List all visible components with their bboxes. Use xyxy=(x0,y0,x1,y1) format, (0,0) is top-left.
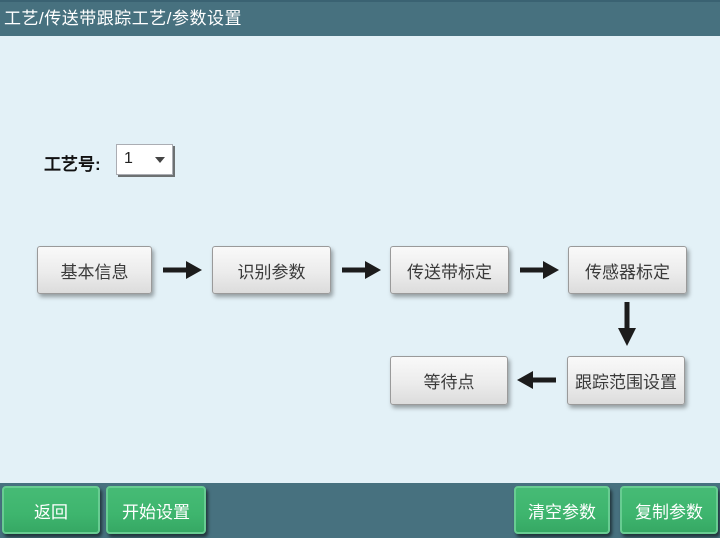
start-setup-button[interactable]: 开始设置 xyxy=(106,486,206,534)
flow-step-conveyor-calibration[interactable]: 传送带标定 xyxy=(390,246,509,294)
flow-step-recognition-params[interactable]: 识别参数 xyxy=(212,246,331,294)
flow-step-tracking-range[interactable]: 跟踪范围设置 xyxy=(567,356,685,405)
clear-params-button[interactable]: 清空参数 xyxy=(514,486,610,534)
flow-step-sensor-calibration[interactable]: 传感器标定 xyxy=(568,246,687,294)
flow-step-wait-point[interactable]: 等待点 xyxy=(390,356,508,405)
copy-params-button[interactable]: 复制参数 xyxy=(620,486,718,534)
arrow-right-icon xyxy=(520,261,559,279)
arrow-right-icon xyxy=(342,261,381,279)
header-bar: 工艺/传送带跟踪工艺/参数设置 xyxy=(0,0,720,36)
arrow-down-icon xyxy=(618,302,636,346)
process-number-label: 工艺号: xyxy=(44,155,101,174)
footer-bar: 返回 开始设置 清空参数 复制参数 xyxy=(0,483,720,538)
process-number-select[interactable]: 1 xyxy=(116,144,173,175)
page-title: 工艺/传送带跟踪工艺/参数设置 xyxy=(4,9,242,28)
process-number-value: 1 xyxy=(124,150,133,167)
flow-step-basic-info[interactable]: 基本信息 xyxy=(37,246,152,294)
arrow-left-icon xyxy=(517,371,556,389)
back-button[interactable]: 返回 xyxy=(2,486,100,534)
chevron-down-icon xyxy=(155,157,165,163)
content-area: 工艺号: 1 基本信息 识别参数 传送带标定 传感器标定 跟踪范围设置 等待点 xyxy=(0,36,720,483)
arrow-right-icon xyxy=(163,261,202,279)
